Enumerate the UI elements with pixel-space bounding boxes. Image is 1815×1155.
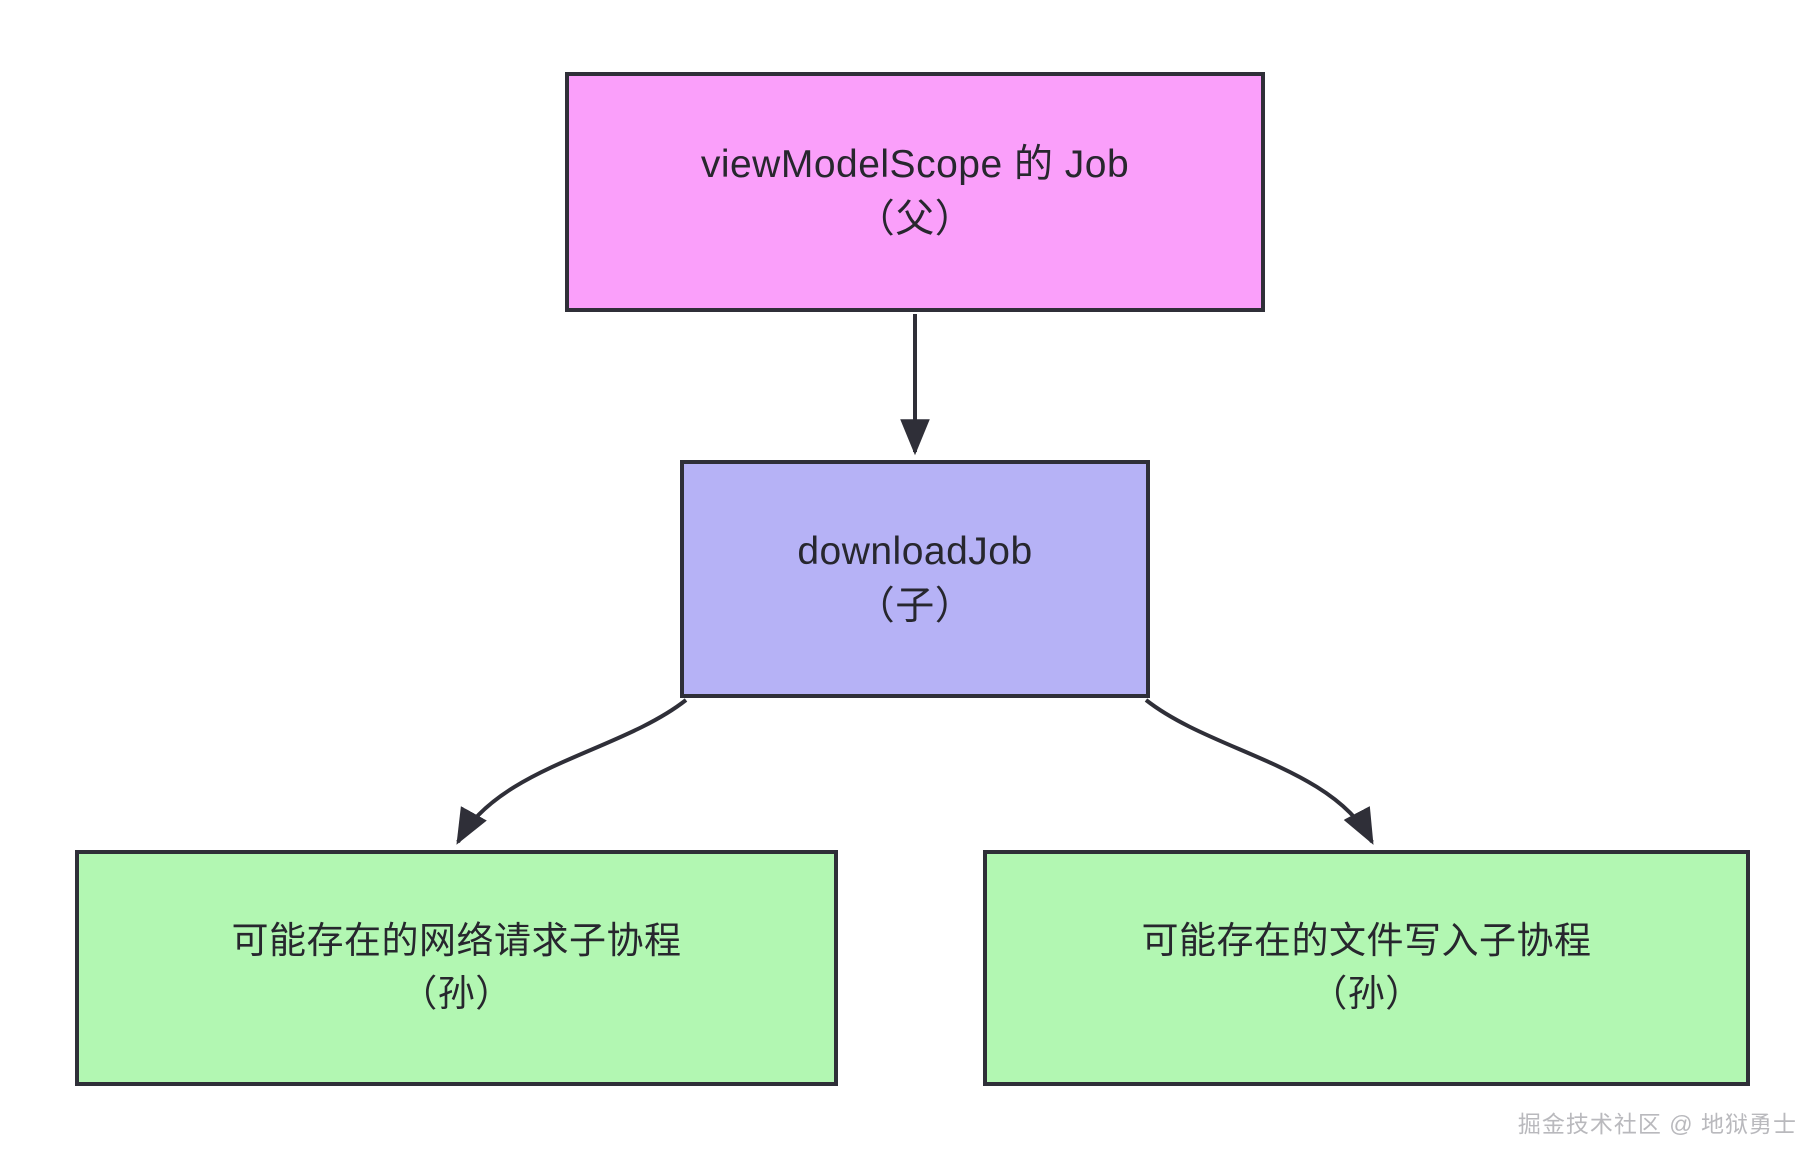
edge-child-to-grandchild-network [456,698,688,845]
node-network-request-grandchild[interactable]: 可能存在的网络请求子协程 （孙） [75,850,838,1086]
node-file-label-secondary: （孙） [1310,973,1423,1014]
node-file-write-grandchild[interactable]: 可能存在的文件写入子协程 （孙） [983,850,1750,1086]
node-network-label-secondary: （孙） [400,973,513,1014]
edge-child-to-grandchild-file [1144,698,1374,845]
node-child-label-secondary: （子） [855,585,975,628]
node-child-label-primary: downloadJob [797,529,1033,573]
node-viewmodelscope-job-parent[interactable]: viewModelScope 的 Job （父） [565,72,1265,312]
node-parent-label-secondary: （父） [855,198,975,241]
node-file-label-primary: 可能存在的文件写入子协程 [1141,920,1592,962]
watermark-text: 掘金技术社区 @ 地狱勇士 [1517,1111,1797,1137]
node-network-label-primary: 可能存在的网络请求子协程 [231,920,682,962]
node-parent-label-primary: viewModelScope 的 Job [700,142,1130,186]
node-downloadjob-child[interactable]: downloadJob （子） [680,460,1150,698]
